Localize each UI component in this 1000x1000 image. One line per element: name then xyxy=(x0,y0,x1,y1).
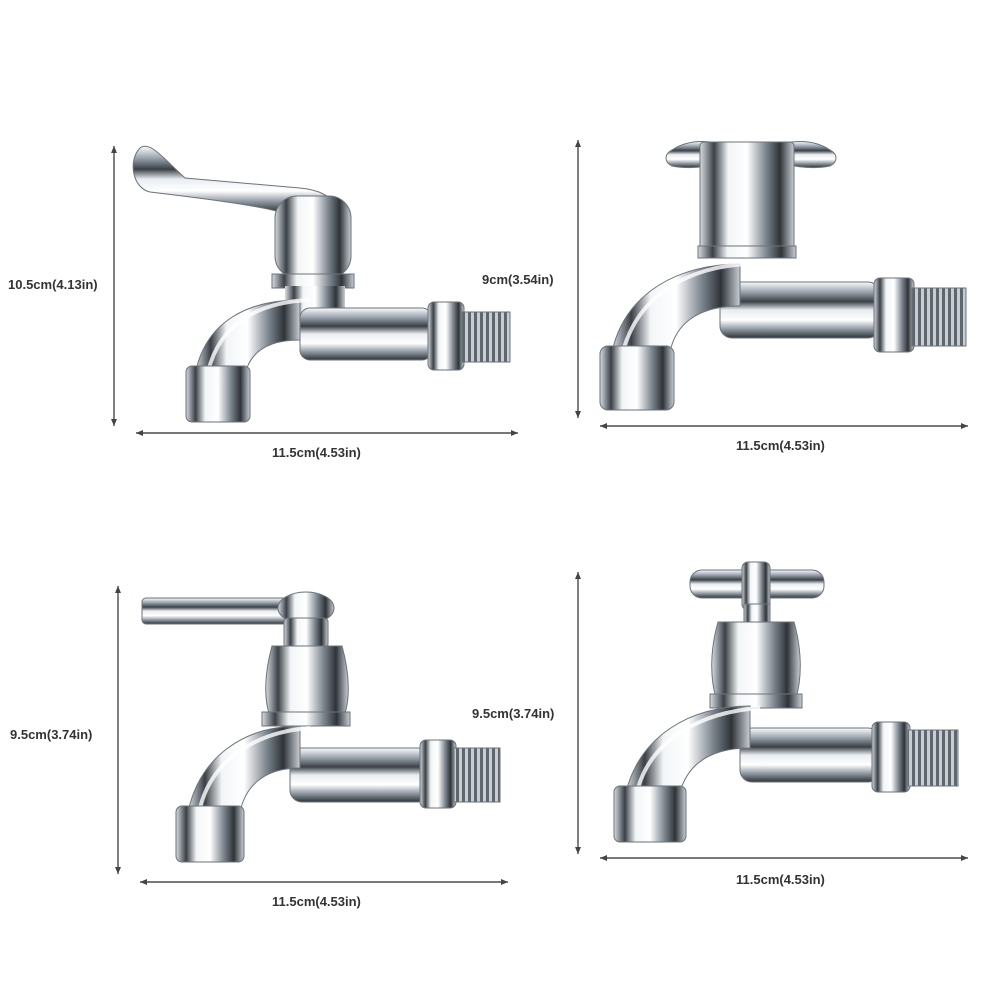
faucet-1-height-label: 10.5cm(4.13in) xyxy=(8,277,98,292)
faucet-3-width-label: 11.5cm(4.53in) xyxy=(272,894,361,909)
faucet-4-height-label: 9.5cm(3.74in) xyxy=(472,706,555,721)
faucet-1-width-label: 11.5cm(4.53in) xyxy=(272,445,361,460)
faucet-cross-handle-image xyxy=(575,561,968,861)
faucet-2-width-label: 11.5cm(4.53in) xyxy=(736,438,825,453)
faucet-straight-lever-image xyxy=(115,586,508,885)
faucet-3-height-label: 9.5cm(3.74in) xyxy=(10,727,93,742)
faucet-4-width-label: 11.5cm(4.53in) xyxy=(736,872,825,887)
faucet-lever-handle-image xyxy=(111,145,518,436)
faucet-butterfly-handle-image xyxy=(575,140,968,429)
faucet-2-height-label: 9cm(3.54in) xyxy=(482,272,554,287)
